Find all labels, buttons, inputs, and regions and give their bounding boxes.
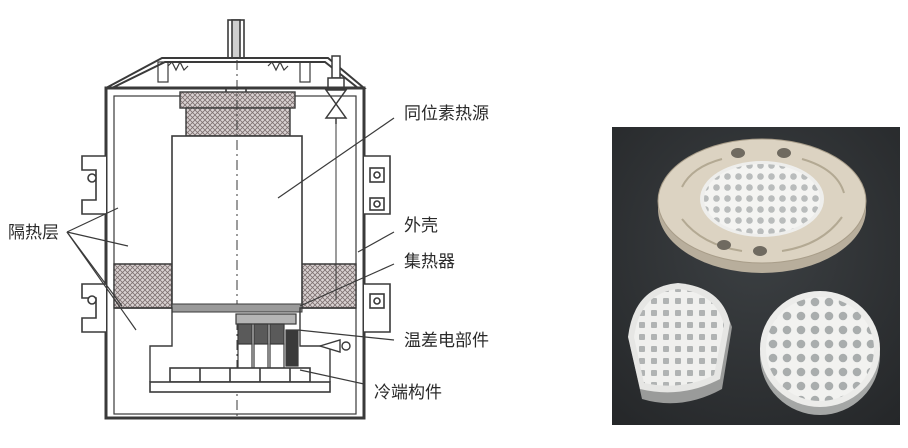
thermoelectric-modules (235, 313, 299, 371)
insulation-hatch (113, 91, 357, 309)
mounting-brackets (81, 155, 391, 333)
label-shell: 外壳 (404, 216, 438, 236)
label-heat-source: 同位素热源 (404, 104, 489, 124)
label-insulation: 隔热层 (8, 223, 59, 243)
ceramic-disc-round-holes (760, 291, 880, 415)
collector-plate (171, 303, 303, 313)
ceramic-parts-photo (612, 127, 900, 425)
inner-steps (114, 307, 356, 382)
rtg-cross-section-diagram (66, 19, 395, 420)
label-cold-end: 冷端构件 (374, 383, 442, 403)
top-cap (105, 57, 367, 89)
cold-end-plate (149, 367, 331, 393)
ceramic-ring-assembly (657, 138, 867, 273)
heat-source-block (171, 60, 303, 420)
label-collector: 集热器 (404, 252, 455, 272)
label-thermoelectric: 温差电部件 (404, 331, 489, 351)
ceramic-part-square-holes (628, 283, 732, 404)
leader-lines (66, 117, 395, 385)
cap-springs (157, 60, 311, 83)
